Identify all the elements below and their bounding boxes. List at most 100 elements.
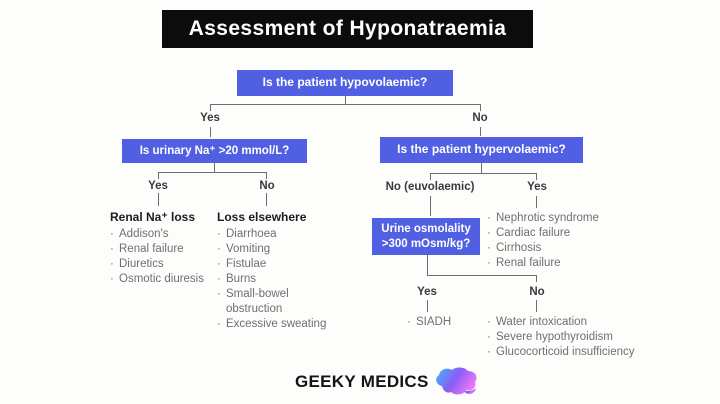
- title-banner: Assessment of Hyponatraemia: [162, 10, 533, 48]
- list-item-text: Vomiting: [226, 243, 271, 255]
- question-node-urine-osmolality: Urine osmolality >300 mOsm/kg?: [372, 218, 480, 255]
- question-text-urinary-na: Is urinary Na⁺ >20 mmol/L?: [139, 144, 290, 157]
- list-items-loss-elsewhere: ·Diarrhoea·Vomiting·Fistulae·Burns·Small…: [217, 227, 329, 332]
- question-node-hypovolaemic: Is the patient hypovolaemic?: [237, 70, 453, 96]
- question-text-urine-osmolality: Urine osmolality >300 mOsm/kg?: [381, 222, 471, 250]
- list-item: · Diuretics: [110, 257, 212, 272]
- bullet-icon: ·: [487, 257, 491, 269]
- bullet-icon: ·: [110, 228, 114, 240]
- bullet-icon: ·: [487, 242, 491, 254]
- list-item: · Water intoxication: [487, 315, 672, 330]
- connector-line: [480, 104, 481, 111]
- connector-line: [536, 196, 537, 208]
- question-node-urinary-na: Is urinary Na⁺ >20 mmol/L?: [122, 139, 307, 163]
- connector-line: [536, 173, 537, 180]
- connector-line: [427, 300, 428, 312]
- list-item-text: Glucocorticoid insufficiency: [496, 346, 635, 358]
- bullet-icon: ·: [217, 288, 221, 300]
- bullet-icon: ·: [110, 273, 114, 285]
- list-item-text: Renal failure: [119, 243, 184, 255]
- bullet-icon: ·: [487, 331, 491, 343]
- list-header-renal-na-loss: Renal Na⁺ loss: [110, 210, 196, 224]
- list-item-text: Nephrotic syndrome: [496, 212, 599, 224]
- branch-label-hypovolaemic-yes: Yes: [200, 112, 220, 124]
- list-item: · Diarrhoea: [217, 227, 329, 242]
- connector-line: [430, 173, 537, 174]
- bullet-icon: ·: [110, 258, 114, 270]
- list-item: · SIADH: [407, 315, 477, 330]
- list-item-text: Excessive sweating: [226, 318, 327, 330]
- list-item: · Cardiac failure: [487, 226, 627, 241]
- list-item: ·Burns: [217, 272, 329, 287]
- branch-label-urinary-na-no: No: [259, 180, 275, 192]
- brain-icon: [435, 367, 477, 395]
- list-item: · Osmotic diuresis: [110, 272, 212, 287]
- connector-line: [427, 275, 537, 276]
- list-osmolality-yes: · SIADH: [407, 315, 477, 330]
- list-item-text: Cirrhosis: [496, 242, 542, 254]
- list-item-text: Osmotic diuresis: [119, 273, 204, 285]
- connector-line: [210, 104, 481, 105]
- list-header-loss-elsewhere: Loss elsewhere: [217, 210, 307, 224]
- connector-line: [158, 172, 159, 179]
- list-item-text: Severe hypothyroidism: [496, 331, 613, 343]
- question-text-hypervolaemic: Is the patient hypervolaemic?: [397, 142, 566, 157]
- list-item-text: Cardiac failure: [496, 227, 571, 239]
- connector-line: [158, 172, 267, 173]
- list-item-text: Diuretics: [119, 258, 164, 270]
- connector-line: [536, 300, 537, 312]
- branch-label-hypovolaemic-no: No: [472, 112, 488, 124]
- bullet-icon: ·: [487, 316, 491, 328]
- branch-label-hypervolaemic-yes: Yes: [527, 181, 547, 193]
- connector-line: [536, 275, 537, 282]
- list-item-text: Water intoxication: [496, 316, 587, 328]
- branch-label-urinary-na-yes: Yes: [148, 180, 168, 192]
- connector-line: [266, 172, 267, 179]
- connector-line: [480, 127, 481, 136]
- question-node-hypervolaemic: Is the patient hypervolaemic?: [380, 137, 583, 163]
- list-item: · Renal failure: [487, 256, 627, 271]
- list-items-osmolality-no: · Water intoxication · Severe hypothyroidis…: [487, 315, 672, 360]
- bullet-icon: ·: [217, 243, 221, 255]
- list-item-text: SIADH: [416, 316, 452, 328]
- connector-line: [430, 196, 431, 216]
- list-items-osmolality-yes: · SIADH: [407, 315, 477, 330]
- bullet-icon: ·: [487, 227, 491, 239]
- list-item-text: Renal failure: [496, 257, 561, 269]
- connector-line: [158, 193, 159, 206]
- branch-label-hypervolaemic-no-euvolaemic: No (euvolaemic): [385, 181, 475, 193]
- branch-label-osmolality-yes: Yes: [417, 286, 437, 298]
- connector-line: [481, 163, 482, 173]
- bullet-icon: ·: [217, 318, 221, 330]
- list-item-text: Small-bowel obstruction: [226, 288, 289, 315]
- list-items-hypervolaemic-yes: · Nephrotic syndrome · Cardiac failure · Cirr…: [487, 211, 627, 271]
- bullet-icon: ·: [217, 228, 221, 240]
- question-text-hypovolaemic: Is the patient hypovolaemic?: [262, 75, 428, 90]
- logo: GEEKY MEDICS: [295, 366, 480, 398]
- logo-text: GEEKY MEDICS: [295, 372, 429, 391]
- list-items-renal-na-loss: · Addison's · Renal failure · Diuretics · Osmot…: [110, 227, 212, 287]
- list-item-text: Diarrhoea: [226, 228, 277, 240]
- connector-line: [210, 104, 211, 111]
- list-item: · Vomiting: [217, 242, 329, 257]
- list-renal-na-loss: Renal Na⁺ loss ·Addison's·Renal failure·…: [110, 210, 212, 287]
- list-item: · Excessive sweating: [217, 317, 329, 332]
- list-osmolality-no: · Water intoxication · Severe hypothyroidis…: [487, 315, 672, 360]
- list-item: · Cirrhosis: [487, 241, 627, 256]
- bullet-icon: ·: [407, 316, 411, 328]
- list-item-text: Addison's: [119, 228, 169, 240]
- branch-label-osmolality-no: No: [529, 286, 545, 298]
- list-loss-elsewhere: Loss elsewhere · Diarrhoea · Vomiting ·Fistu…: [217, 210, 329, 332]
- list-item-text: Burns: [226, 273, 257, 285]
- list-item: · Severe hypothyroidism: [487, 330, 672, 345]
- bullet-icon: ·: [217, 258, 221, 270]
- list-item: · Small-bowel obstruction: [217, 287, 329, 317]
- list-item: ·Fistulae: [217, 257, 329, 272]
- list-item: ·Glucocorticoid insufficiency: [487, 345, 672, 360]
- bullet-icon: ·: [110, 243, 114, 255]
- list-item: · Renal failure: [110, 242, 212, 257]
- connector-line: [210, 127, 211, 137]
- connector-line: [427, 255, 428, 275]
- page-title: Assessment of Hyponatraemia: [188, 17, 507, 40]
